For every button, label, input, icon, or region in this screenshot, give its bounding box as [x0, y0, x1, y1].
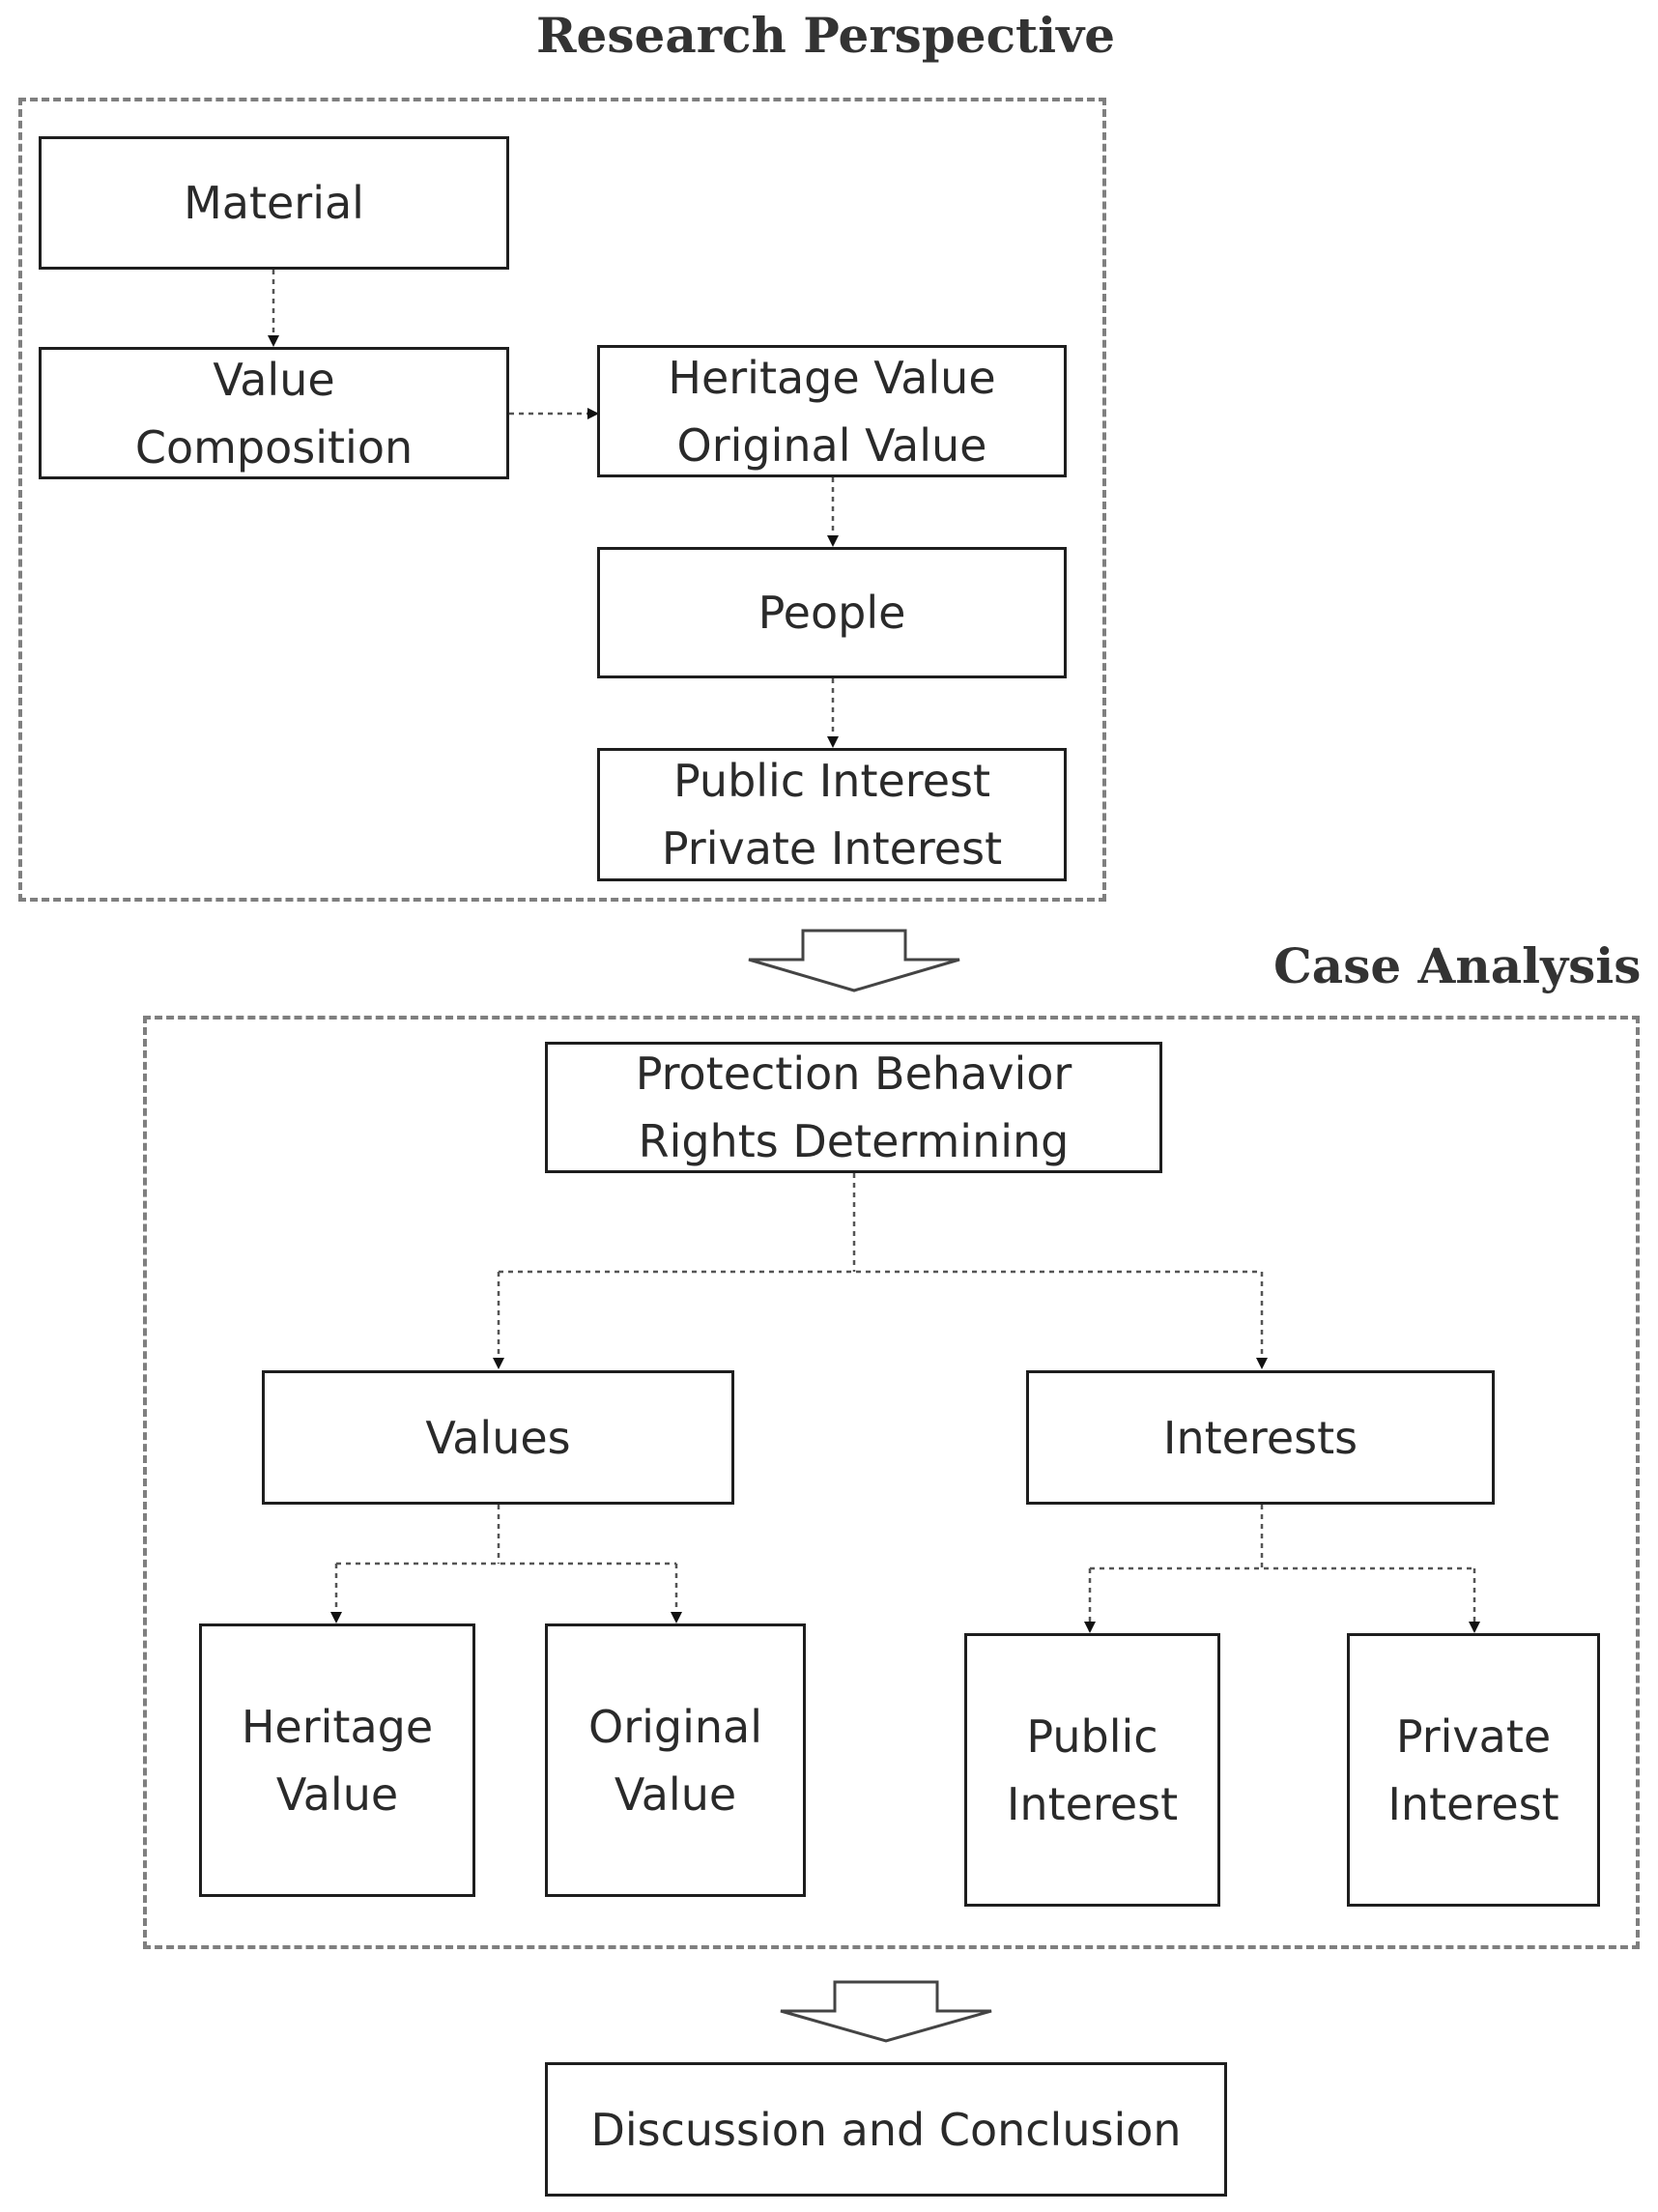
public-private-interest-label-line-1: Public Interest [672, 755, 991, 807]
private-interest-label-line-2: Interest [1387, 1777, 1559, 1830]
original-value-label-line-1: Original [587, 1700, 762, 1753]
interests-box: Interests [1026, 1370, 1495, 1505]
original-value-label-line-2: Value [614, 1767, 737, 1821]
case-analysis-title: Case Analysis [1273, 937, 1642, 994]
public-interest-label-line-2: Interest [1006, 1777, 1179, 1830]
heritage-original-value-label-line-1: Heritage Value [668, 351, 996, 404]
discussion-conclusion-box: Discussion and Conclusion [545, 2062, 1227, 2197]
research-perspective-frame [18, 98, 1106, 902]
heritage-original-value-label-line-2: Original Value [676, 418, 987, 472]
heritage-value-label-line-2: Value [275, 1767, 399, 1821]
values-label-line-1: Values [425, 1411, 571, 1464]
public-interest-label-line-1: Public [1026, 1709, 1158, 1763]
material-label-line-1: Material [184, 177, 364, 229]
private-interest-label-line-1: Private [1395, 1709, 1552, 1763]
value-composition-label-line-1: Value [213, 353, 335, 406]
protection-behavior-label-line-1: Protection Behavior [635, 1048, 1072, 1100]
flow-arrow-to-case-analysis [748, 929, 960, 992]
case-analysis-frame [143, 1016, 1640, 1949]
flow-arrow-to-discussion [780, 1980, 992, 2043]
public-private-interest-label-line-2: Private Interest [661, 822, 1003, 875]
people-label-line-1: People [758, 587, 906, 639]
people-box: People [597, 547, 1067, 678]
value-composition-label-line-2: Composition [134, 420, 414, 474]
research-perspective-title: Research Perspective [536, 7, 1115, 64]
values-box: Values [262, 1370, 734, 1505]
protection-behavior-label-line-2: Rights Determining [638, 1115, 1070, 1167]
discussion-conclusion-label-line-1: Discussion and Conclusion [590, 2103, 1182, 2156]
heritage-value-label-line-1: Heritage [241, 1700, 434, 1753]
interests-label-line-1: Interests [1162, 1411, 1358, 1464]
material-box: Material [39, 136, 509, 270]
